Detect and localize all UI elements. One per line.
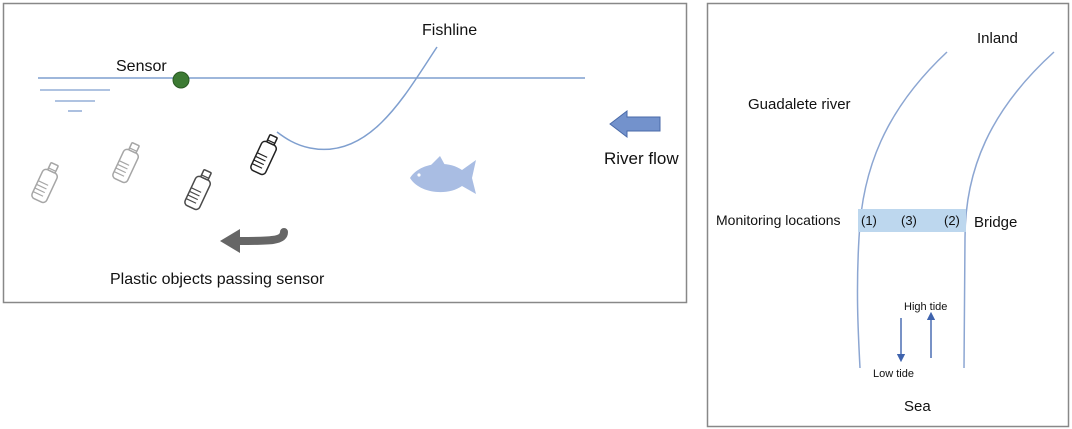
sea-label: Sea (904, 398, 931, 415)
river-flow-label: River flow (604, 149, 679, 168)
sensor-label: Sensor (116, 58, 167, 75)
left-panel-frame (2, 2, 688, 304)
high-tide-label: High tide (904, 301, 947, 313)
river-map-panel: (1) (3) (2) Inland Guadalete river Monit… (706, 2, 1070, 428)
location-1-label: (1) (861, 213, 877, 228)
plastic-direction-arrow (220, 228, 288, 253)
river-name-label: Guadalete river (748, 96, 851, 113)
water-level-icon (40, 89, 110, 112)
bridge-bar (858, 209, 966, 232)
sensor-node (172, 71, 190, 89)
fishline-label: Fishline (422, 22, 477, 39)
low-tide-label: Low tide (873, 368, 914, 380)
inland-label: Inland (977, 30, 1018, 47)
sensor-setup-panel: Sensor Fishline River flow (2, 2, 688, 304)
location-3-label: (3) (901, 213, 917, 228)
river-flow-arrow (609, 109, 661, 139)
fish-icon (410, 156, 476, 194)
fishline-curve (276, 46, 438, 151)
plastic-objects-label: Plastic objects passing sensor (110, 271, 325, 288)
location-2-label: (2) (944, 213, 960, 228)
bridge-label: Bridge (974, 214, 1017, 231)
monitoring-locations-label: Monitoring locations (716, 212, 841, 228)
